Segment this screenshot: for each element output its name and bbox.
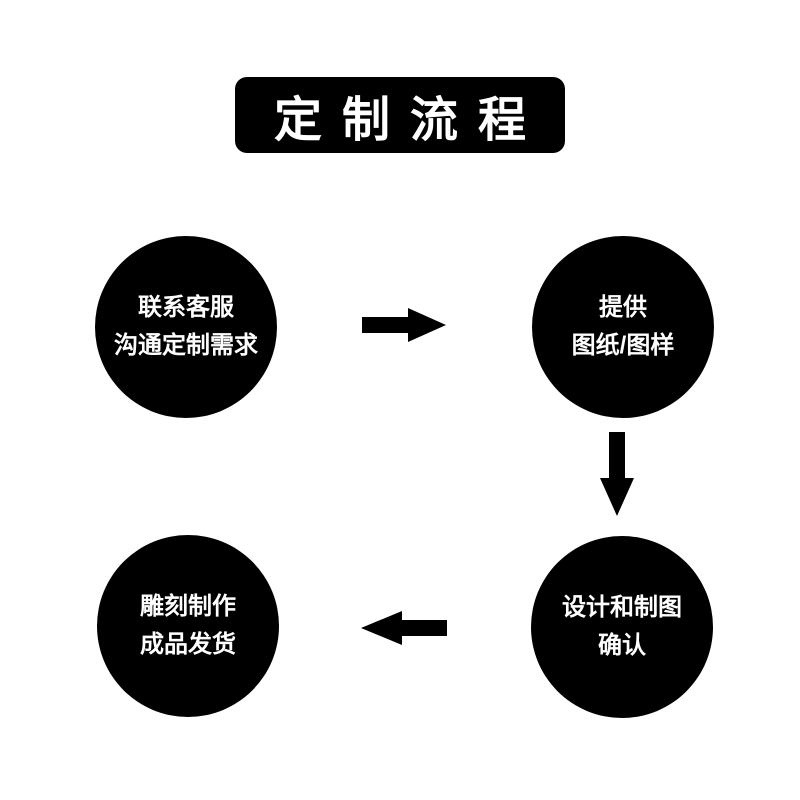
step-2-provide-drawings: 提供 图纸/图样 (532, 236, 714, 418)
arrow-down-icon (600, 432, 634, 516)
step-4-line-1: 雕刻制作 (140, 593, 236, 620)
step-1-line-2: 沟通定制需求 (114, 332, 258, 359)
page-title: 定制流程 (273, 94, 546, 147)
arrow-down-shape (600, 432, 634, 516)
arrow-left-shape (361, 611, 447, 645)
step-3-line-2: 确认 (598, 632, 646, 659)
step-1-contact-service: 联系客服 沟通定制需求 (95, 236, 277, 418)
step-4-line-2: 成品发货 (140, 631, 236, 658)
step-2-line-1: 提供 (599, 294, 647, 321)
step-1-line-1: 联系客服 (138, 294, 234, 321)
arrow-left-icon (361, 611, 447, 645)
step-4-engrave-ship: 雕刻制作 成品发货 (97, 535, 279, 717)
title-banner: 定制流程 (235, 77, 565, 153)
step-2-line-2: 图纸/图样 (571, 332, 675, 359)
arrow-right-icon (362, 308, 446, 342)
arrow-right-shape (362, 308, 446, 342)
step-3-line-1: 设计和制图 (562, 594, 682, 621)
step-3-design-confirm: 设计和制图 确认 (531, 536, 713, 718)
